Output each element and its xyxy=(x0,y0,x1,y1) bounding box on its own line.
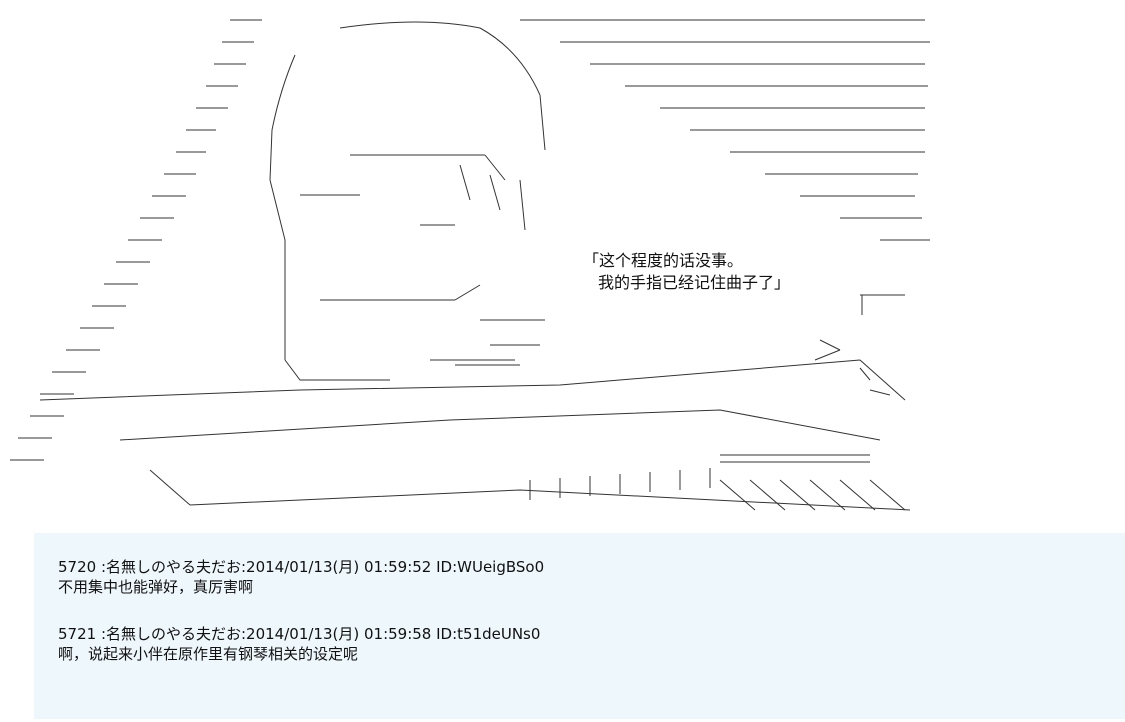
post-body: 啊，说起来小伴在原作里有钢琴相关的设定呢 xyxy=(58,645,359,663)
comment-post: 5720 :名無しのやる夫だお:2014/01/13(月) 01:59:52 I… xyxy=(58,557,544,597)
ascii-art: 「这个程度的话没事。 我的手指已经记住曲子了」 xyxy=(10,19,930,511)
comment-section: 5720 :名無しのやる夫だお:2014/01/13(月) 01:59:52 I… xyxy=(34,533,1125,719)
comment-post: 5721 :名無しのやる夫だお:2014/01/13(月) 01:59:58 I… xyxy=(58,624,540,664)
speech-line-2: 我的手指已经记住曲子了」 xyxy=(598,273,791,292)
ascii-art-drawing xyxy=(10,19,930,511)
post-body: 不用集中也能弹好，真厉害啊 xyxy=(58,578,254,596)
speech-line-1: 「这个程度的话没事。 xyxy=(583,251,744,270)
post-header: 5721 :名無しのやる夫だお:2014/01/13(月) 01:59:58 I… xyxy=(58,625,541,643)
post-header: 5720 :名無しのやる夫だお:2014/01/13(月) 01:59:52 I… xyxy=(58,558,545,576)
